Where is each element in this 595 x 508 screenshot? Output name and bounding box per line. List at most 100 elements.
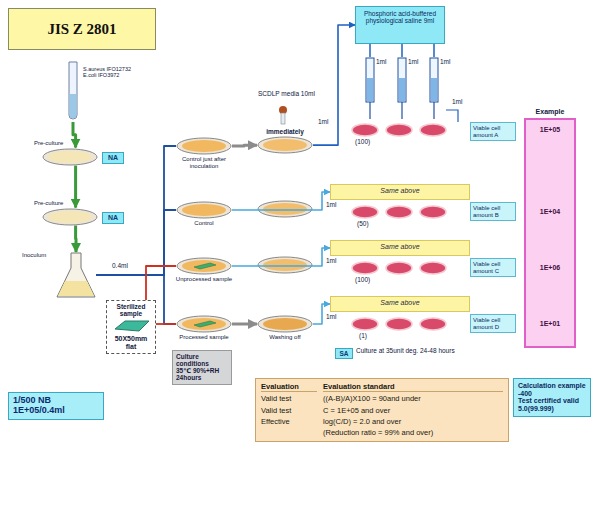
volume-label: 1ml (326, 313, 336, 320)
box-text: SA (337, 350, 351, 357)
preculture-dish: Pre-culture (34, 200, 104, 227)
dish-rim (177, 202, 231, 218)
repeat-band: Same above (330, 296, 470, 312)
connector (156, 323, 176, 325)
table-cell: Effective (261, 418, 317, 426)
culture-dish: Processed sample (170, 314, 238, 341)
connector (232, 144, 257, 148)
example-value: 1E+05 (526, 126, 574, 134)
box-text: Culture conditions (176, 353, 228, 367)
box-text: Same above (333, 243, 467, 251)
table-cell: Evaluation standard (323, 383, 503, 392)
repeat-band: Same above (330, 184, 470, 200)
box-text: Viable cell amount D (473, 317, 513, 330)
inoculum-spec: 1/500 NB 1E+05/0.4ml (8, 392, 104, 420)
syringe-tip (401, 102, 402, 119)
agar (263, 203, 307, 215)
syringe (430, 58, 438, 119)
syringe-tip (433, 102, 434, 119)
syringe-barrel (366, 58, 374, 102)
box-text: Test certified valid 5.0(99.999) (518, 397, 586, 412)
tube-liquid (70, 94, 77, 119)
recovery-dish: immediately (255, 128, 315, 155)
box-text: Calculation example -400 (518, 382, 586, 397)
box-text: NA (105, 154, 121, 162)
petri-dish (257, 315, 313, 333)
sample-piece (194, 321, 216, 327)
saline-box: Phosphoric acid-buffered physiological s… (355, 6, 445, 44)
petri-dish (42, 148, 98, 166)
agar (263, 139, 307, 151)
volume-label: 1ml (318, 118, 328, 125)
dilution-label: (1) (359, 332, 367, 339)
syringe-fluid (431, 78, 437, 101)
dish-label: Unprocessed sample (170, 276, 238, 283)
volume-label: 1ml (326, 257, 336, 264)
petri-dish (42, 208, 98, 226)
recovery-dish: Washing off (255, 314, 315, 341)
culture-dish: Control just after inoculation (170, 136, 238, 169)
example-values: 1E+051E+041E+061E+01 (524, 118, 576, 348)
transfer-line (446, 110, 458, 122)
agar (48, 151, 92, 163)
agar (182, 318, 226, 330)
box-text: NA (105, 214, 121, 222)
test-tube: S.aureus IFO12732 E.coli IFO3972 (66, 60, 138, 122)
example-value: 1E+06 (526, 264, 574, 272)
tube-shape (66, 60, 80, 122)
volume-label: 1ml (376, 58, 386, 65)
dropper-tube (281, 113, 285, 124)
example-value: 1E+01 (526, 320, 574, 328)
evaluation-table: Evaluation Evaluation standardValid test (… (255, 378, 509, 442)
syringe-fluid (399, 78, 405, 101)
box-text: Viable cell amount A (473, 125, 513, 138)
plate (352, 206, 378, 218)
box-text: 1/500 NB 1E+05/0.4ml (13, 396, 99, 416)
example-title: Example (520, 108, 580, 116)
volume-label: 1ml (452, 98, 462, 105)
calculation-box: Calculation example -400Test certified v… (513, 378, 591, 417)
table-cell: ((A-B)/A)X100 = 90and under (323, 395, 503, 403)
flask-glass (57, 253, 95, 297)
plate (352, 318, 378, 330)
connector (96, 266, 176, 275)
connector (96, 146, 176, 275)
example-panel: Example1E+051E+041E+061E+01 (520, 108, 580, 348)
agar (182, 204, 226, 216)
box-text: Same above (333, 187, 467, 195)
box-text: Viable cell amount C (473, 261, 513, 274)
plate (420, 318, 446, 330)
dish-label: Control (170, 220, 238, 227)
volume-label: 1ml (440, 58, 450, 65)
connector (232, 323, 257, 326)
table-cell: Valid test (261, 407, 317, 415)
plate (386, 318, 412, 330)
dilution-label: (100) (355, 138, 370, 145)
table-cell: Evaluation (261, 383, 317, 392)
box-text: 35℃ 90%+RH 24hours (176, 367, 228, 381)
medium-tag: NA (102, 152, 124, 164)
connector (73, 122, 76, 148)
dish-rim (43, 149, 97, 165)
sample-title: Sterilized sample (109, 303, 153, 317)
dilution-label: (50) (357, 220, 369, 227)
box-text: Viable cell amount B (473, 205, 513, 218)
plate (352, 124, 378, 136)
plate (386, 262, 412, 274)
plate (386, 124, 412, 136)
count-box: Viable cell amount D (470, 314, 516, 333)
agar (182, 260, 226, 272)
plate (420, 206, 446, 218)
count-box: Viable cell amount A (470, 122, 516, 141)
connector (232, 192, 330, 210)
plate (420, 124, 446, 136)
dish-label: Washing off (255, 334, 315, 341)
feed-line (433, 44, 435, 57)
medium-tag: SA (335, 348, 353, 359)
flask-shape (56, 252, 96, 298)
connector (74, 166, 77, 208)
sample-size: 50X50mm flat (109, 335, 153, 350)
syringe-barrel (430, 58, 438, 102)
agar (182, 140, 226, 152)
connector (313, 25, 355, 145)
